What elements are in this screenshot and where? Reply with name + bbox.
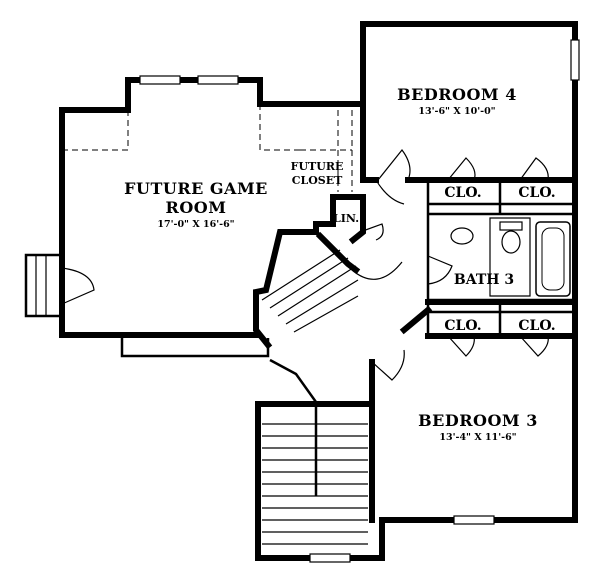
door-closet-b4-b <box>519 157 549 181</box>
window-bedroom4-east <box>570 39 580 81</box>
door-bedroom4-hall <box>375 179 405 205</box>
door-closet-b4-a <box>447 157 476 181</box>
window-bedroom3-south <box>453 515 495 525</box>
window-game-room-north-1 <box>139 75 181 85</box>
bathtub-basin-icon <box>541 227 565 291</box>
stair-railing <box>269 358 318 496</box>
door-bath3 <box>427 255 453 285</box>
window-game-room-west <box>35 255 47 316</box>
lower-stair-walls <box>255 401 375 423</box>
closet-b3-a-label: CLO. <box>444 318 481 334</box>
door-game-room-west <box>61 267 95 305</box>
door-closet-b3-b <box>519 335 549 357</box>
closet-b3-b-label: CLO. <box>518 318 555 334</box>
bedroom4-name: BEDROOM 4 <box>397 85 517 104</box>
closet-b4-b-label: CLO. <box>518 185 555 201</box>
door-hall-stair <box>351 261 403 280</box>
linen-label: LIN. <box>333 212 359 225</box>
future-closet-line2: CLOSET <box>292 174 343 187</box>
game-room-dims: 17'-0" X 16'-6" <box>157 219 234 230</box>
game-room-walls <box>59 77 366 338</box>
window-game-room-north-2 <box>197 75 239 85</box>
door-linen <box>359 223 384 241</box>
bath3-tile <box>489 217 531 297</box>
bedroom4-dims: 13'-6" X 10'-0" <box>418 106 495 117</box>
door-bedroom4 <box>377 149 411 181</box>
closet-b4-a-label: CLO. <box>444 185 481 201</box>
stair-enclosure <box>253 194 336 350</box>
closet-row-top-bottom <box>426 180 575 216</box>
bedroom3-name: BEDROOM 3 <box>418 411 538 430</box>
bedroom4-walls <box>360 21 578 203</box>
window-stair-south <box>309 553 351 563</box>
bedroom3-south-wall <box>255 417 578 561</box>
game-room-name-line1: FUTURE GAME <box>124 179 268 198</box>
toilet-tank-icon <box>499 221 523 231</box>
linen-walls <box>330 194 366 245</box>
door-bedroom3 <box>371 349 405 381</box>
toilet-bowl-icon <box>501 230 521 254</box>
game-room-west-bump <box>24 253 62 318</box>
closet-row-bottom <box>425 299 578 339</box>
bath3-name: BATH 3 <box>454 272 514 288</box>
game-room-dashed-east <box>259 104 300 151</box>
game-room-dashed-west <box>62 110 129 151</box>
hall-west-wall <box>360 101 379 183</box>
future-closet-dashed <box>300 110 353 192</box>
bedroom3-dims: 13'-4" X 11'-6" <box>439 432 516 443</box>
upper-stair-rails <box>261 249 359 333</box>
game-room-name-line2: ROOM <box>166 198 227 217</box>
sink-icon <box>450 227 474 245</box>
door-closet-b3-a <box>447 335 475 357</box>
bathtub-icon <box>535 221 571 297</box>
future-closet-line1: FUTURE <box>291 160 344 173</box>
game-room-south-ledge <box>120 338 270 358</box>
hall-lower-right <box>399 305 433 335</box>
